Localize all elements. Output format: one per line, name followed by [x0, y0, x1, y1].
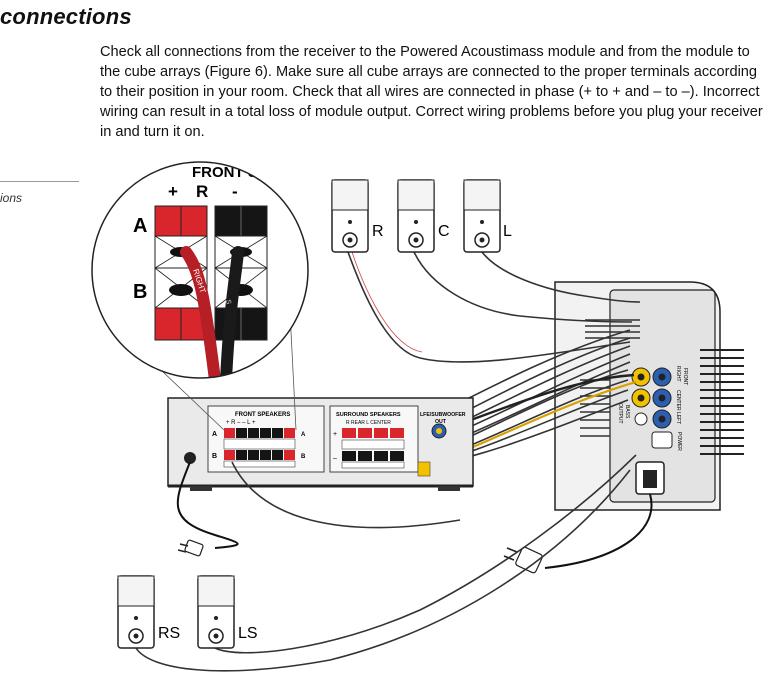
inset-row-b: B — [133, 281, 147, 303]
module-bass-label: BASS — [624, 405, 630, 419]
inset-plus: + — [168, 182, 178, 201]
receiver-surround-label: SURROUND SPEAKERS — [336, 412, 401, 418]
terminal-inset: FRONT S + R - A B — [91, 161, 309, 379]
module-output-label: OUTPUT — [617, 403, 623, 424]
cube-label-right: R — [372, 223, 384, 240]
module-front-label: FRONT — [682, 368, 688, 385]
front-terminal-block — [223, 428, 296, 468]
receiver-front-polarity: + R – – L + — [226, 420, 256, 426]
surround-terminal-block — [341, 428, 405, 469]
receiver-front-row-a-right: A — [301, 432, 306, 438]
receiver-front-row-b-right: B — [301, 454, 306, 460]
cube-speaker-right — [331, 179, 369, 253]
cube-label-left-surround: LS — [238, 625, 258, 642]
cube-speaker-center — [397, 179, 435, 253]
receiver-row-a: A — [212, 431, 217, 438]
section-heading: connections — [0, 4, 132, 29]
cube-label-right-surround: RS — [158, 625, 180, 642]
module-jack-label-left: LEFT — [675, 412, 681, 424]
inset-row-a: A — [133, 215, 147, 237]
receiver-minus: – — [333, 455, 337, 462]
receiver: FRONT SPEAKERS + R – – L + A B A B SURRO… — [167, 397, 474, 491]
cube-label-center: C — [438, 223, 450, 240]
inset-r: R — [196, 182, 208, 201]
instructions-paragraph: Check all connections from the receiver … — [100, 44, 763, 140]
receiver-front-speakers-label: FRONT SPEAKERS — [235, 412, 290, 418]
module-jack-label-center: CENTER — [675, 390, 681, 411]
receiver-lfe-out: OUT — [435, 419, 447, 425]
receiver-lfe-label: LFE/SUBWOOFER — [420, 412, 466, 418]
receiver-surround-sub: R REAR L CENTER — [346, 420, 391, 426]
inset-minus: - — [232, 182, 238, 201]
cube-label-left: L — [503, 223, 512, 240]
acoustimass-module: RIGHT CENTER LEFT FRONT BASS OUTPUT POWE… — [554, 281, 744, 511]
margin-divider — [0, 181, 79, 182]
plug-receiver — [177, 539, 204, 557]
rear-speaker-wires — [135, 454, 637, 672]
cube-speaker-right-surround — [117, 575, 155, 649]
module-power-label: POWER — [676, 432, 682, 451]
top-speaker-wires — [347, 251, 641, 363]
receiver-plus: + — [333, 431, 337, 438]
cube-speaker-left-surround — [197, 575, 235, 649]
margin-caption: ions — [0, 191, 23, 205]
cube-speaker-left — [463, 179, 501, 253]
power-cords — [176, 461, 653, 569]
inset-wire-label-black: S — [224, 299, 232, 305]
module-jack-label-right: RIGHT — [675, 366, 681, 382]
receiver-row-b: B — [212, 453, 217, 460]
